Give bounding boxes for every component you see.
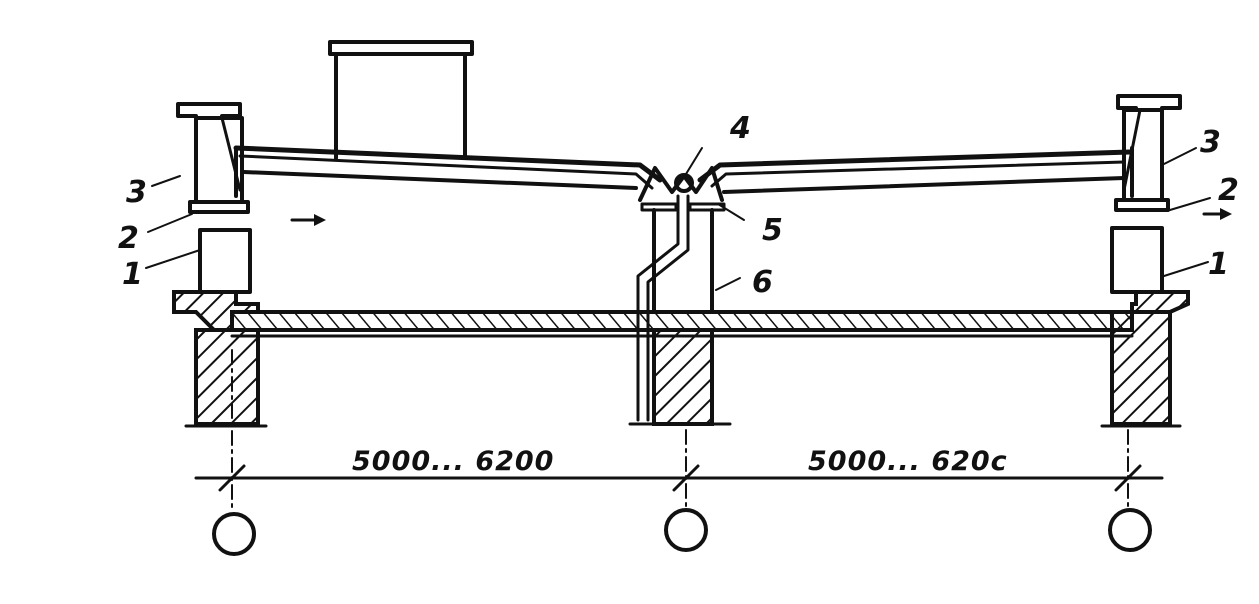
- roof-skylight: [328, 40, 474, 160]
- dimension-right-span: 5000... 620c: [808, 446, 1008, 477]
- axis-bubble-left: [212, 512, 256, 556]
- axis-bubble-right: [1108, 508, 1152, 552]
- label-left-beam: 3: [126, 175, 147, 210]
- label-left-column: 1: [122, 257, 143, 292]
- right-lower-column: [1100, 290, 1190, 428]
- label-right-column: 1: [1208, 247, 1229, 282]
- label-right-beam: 3: [1200, 125, 1221, 160]
- axis-bubble-middle: [664, 508, 708, 552]
- middle-upper-column: [652, 208, 714, 314]
- ridge-joint: [638, 166, 726, 212]
- right-roof-panel: [697, 146, 1134, 198]
- right-upper-column: [1110, 226, 1164, 294]
- left-upper-column: [198, 228, 252, 294]
- drain-pipe: [636, 194, 690, 422]
- dimension-left-span: 5000... 6200: [352, 446, 554, 477]
- left-beam-unit: [176, 102, 250, 214]
- label-ridge-joint: 4: [729, 111, 751, 146]
- dimension-line: [194, 464, 1164, 492]
- axis-lines: [231, 349, 1129, 513]
- left-arrow: [290, 214, 326, 226]
- label-right-gap: 2: [1218, 173, 1239, 208]
- label-ridge-support: 5: [762, 213, 783, 248]
- left-lower-column: [172, 290, 268, 428]
- leader-lines: [145, 147, 1211, 291]
- label-drain-pipe: 6: [752, 265, 773, 300]
- right-beam-unit: [1114, 94, 1182, 212]
- left-roof-panel: [233, 145, 663, 198]
- middle-lower-column: [628, 328, 732, 426]
- label-left-gap: 2: [118, 221, 139, 256]
- right-arrow: [1202, 208, 1232, 220]
